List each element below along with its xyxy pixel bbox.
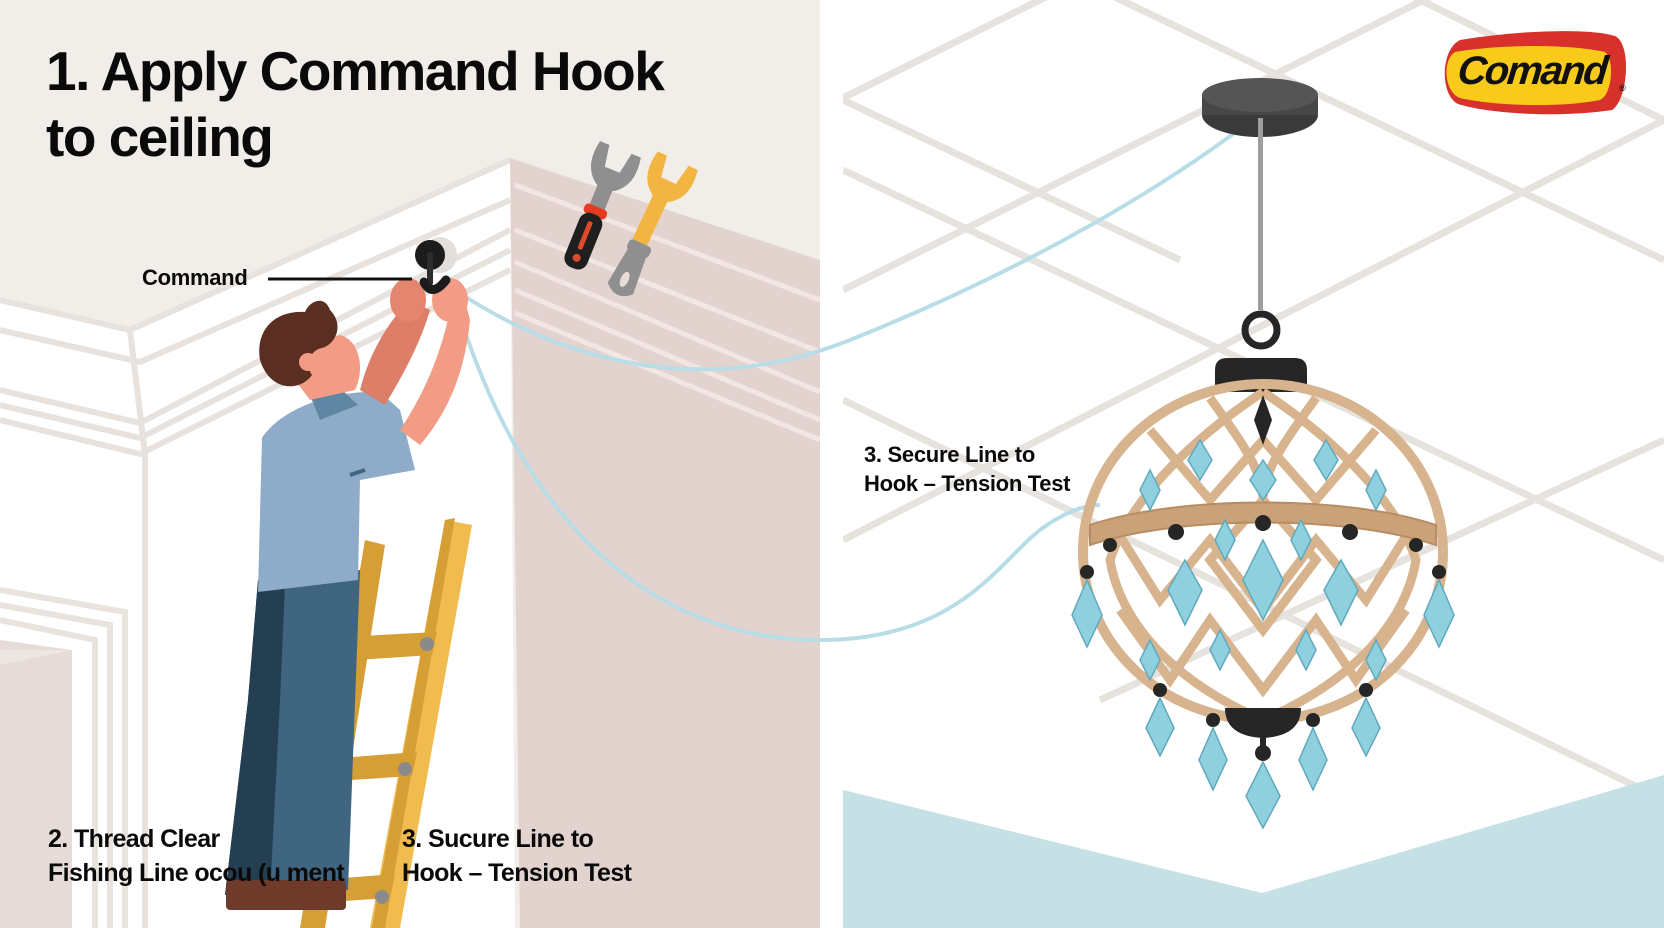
- step-3-right-line-2: Hook – Tension Test: [864, 471, 1071, 496]
- step-3-right-label: 3. Secure Line to Hook – Tension Test: [864, 440, 1070, 498]
- person-on-ladder: [225, 278, 470, 910]
- hook-callout-label: Command: [142, 265, 248, 290]
- step-3-left-line-1: 3. Sucure Line to: [402, 825, 594, 853]
- title-line-1: 1. Apply Command Hook: [46, 40, 665, 102]
- title-line-2: to ceiling: [46, 106, 274, 168]
- step-2-line-1: 2. Thread Clear: [48, 825, 220, 853]
- wrench-icon: [564, 141, 698, 297]
- step-2-line-2: Fishing Line ocou (u ment: [48, 859, 345, 887]
- brand-logo: [1444, 31, 1627, 115]
- command-hook-icon: [268, 237, 457, 294]
- registered-mark: ®: [1619, 83, 1626, 93]
- fishing-line: [453, 110, 1264, 643]
- step-2-label: 2. Thread Clear Fishing Line ocou (u men…: [48, 822, 345, 890]
- left-panel: [0, 0, 821, 928]
- floor: [843, 775, 1664, 928]
- step-3-left-label: 3. Sucure Line to Hook – Tension Test: [402, 822, 632, 890]
- step-3-left-line-2: Hook – Tension Test: [402, 859, 632, 887]
- right-panel: [820, 0, 1664, 928]
- brand-logo-text: Comand: [1455, 49, 1609, 93]
- page-title: 1. Apply Command Hook to ceiling: [46, 38, 665, 170]
- pink-wall: [510, 158, 820, 928]
- step-3-right-line-1: 3. Secure Line to: [864, 442, 1035, 467]
- chandelier: [1071, 78, 1455, 830]
